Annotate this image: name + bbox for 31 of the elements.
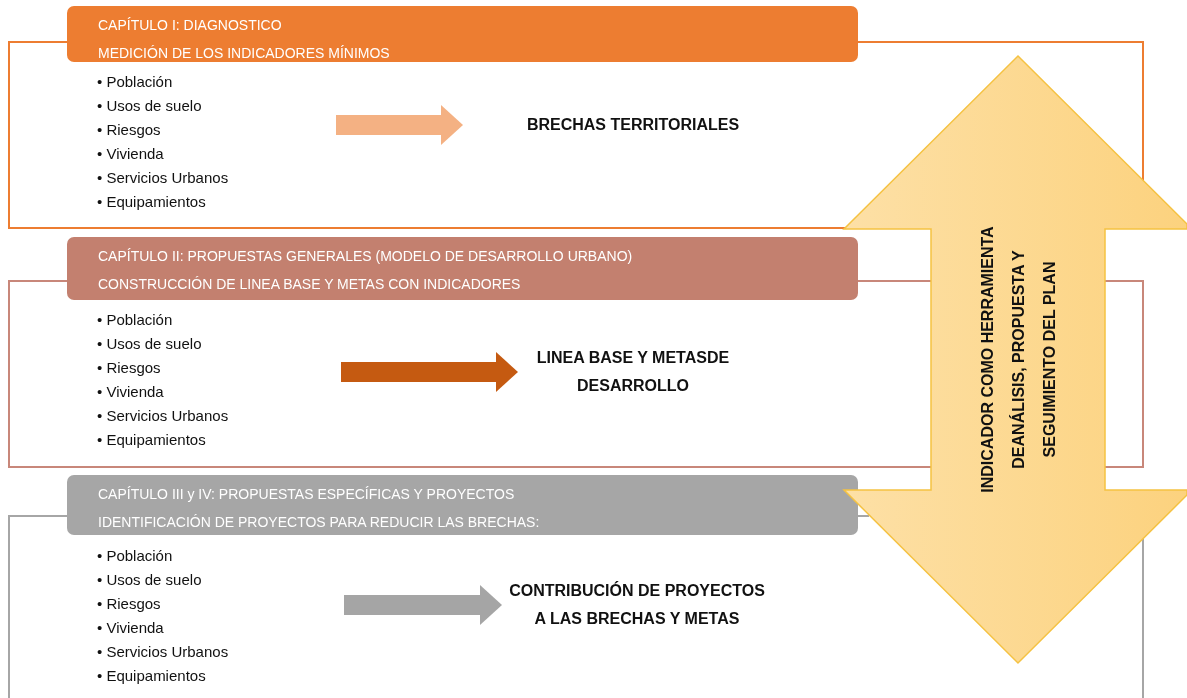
header-text: CONSTRUCCIÓN DE LINEA BASE Y METAS CON INDICADORES bbox=[98, 275, 522, 294]
header-text: MEDICIÓN DE LOS INDICADORES MÍNIMOS bbox=[98, 44, 391, 63]
list-item: • Equipamientos bbox=[97, 192, 207, 212]
list-item: • Equipamientos bbox=[97, 430, 207, 450]
list-item: • Población bbox=[97, 546, 174, 566]
result-text: BRECHAS TERRITORIALES bbox=[463, 111, 803, 139]
header-text: IDENTIFICACIÓN DE PROYECTOS PARA REDUCIR LAS BRECHAS: bbox=[98, 513, 541, 532]
list-item: • Equipamientos bbox=[97, 666, 207, 686]
result-text: CONTRIBUCIÓN DE PROYECTOS A LAS BRECHAS Y METAS bbox=[502, 577, 772, 633]
list-item: • Servicios Urbanos bbox=[97, 406, 229, 426]
header-text: CAPÍTULO II: PROPUESTAS GENERALES (MODELO DE DESARROLLO URBANO) bbox=[98, 247, 634, 266]
list-item: • Población bbox=[97, 310, 174, 330]
chapter-header-band bbox=[67, 237, 858, 300]
list-item: • Vivienda bbox=[97, 382, 165, 402]
header-text: CAPÍTULO III y IV: PROPUESTAS ESPECÍFICAS Y PROYECTOS bbox=[98, 485, 516, 504]
list-item: • Vivienda bbox=[97, 618, 165, 638]
chapter-header-band bbox=[67, 475, 858, 535]
list-item: • Riesgos bbox=[97, 594, 162, 614]
list-item: • Vivienda bbox=[97, 144, 165, 164]
list-item: • Servicios Urbanos bbox=[97, 168, 229, 188]
list-item: • Riesgos bbox=[97, 358, 162, 378]
list-item: • Servicios Urbanos bbox=[97, 642, 229, 662]
arrow-text: INDICADOR COMO HERRAMIENTA DEANÁLISIS, PROPUESTA Y SEGUIMIENTO DEL PLAN bbox=[977, 225, 1059, 495]
result-text: LINEA BASE Y METASDE DESARROLLO bbox=[518, 344, 748, 400]
list-item: • Usos de suelo bbox=[97, 96, 203, 116]
list-item: • Usos de suelo bbox=[97, 570, 203, 590]
header-text: CAPÍTULO I: DIAGNOSTICO bbox=[98, 16, 283, 35]
chapter-header-band bbox=[67, 6, 858, 62]
list-item: • Riesgos bbox=[97, 120, 162, 140]
list-item: • Población bbox=[97, 72, 174, 92]
list-item: • Usos de suelo bbox=[97, 334, 203, 354]
